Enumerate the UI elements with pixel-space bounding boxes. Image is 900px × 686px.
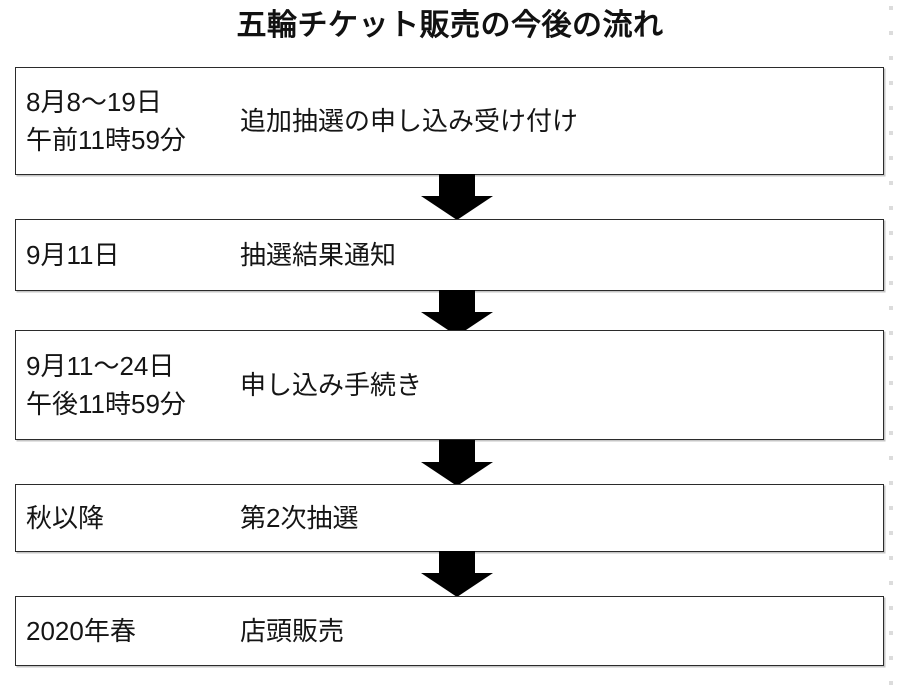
edge-dot <box>889 31 893 35</box>
edge-dot <box>889 631 893 635</box>
figure-title: 五輪チケット販売の今後の流れ <box>236 9 664 42</box>
down-arrow-icon <box>421 174 493 220</box>
edge-dot <box>889 656 893 660</box>
edge-dot <box>889 281 893 285</box>
down-arrow-icon <box>421 290 493 336</box>
edge-dot <box>889 381 893 385</box>
edge-dot <box>889 306 893 310</box>
edge-dot <box>889 206 893 210</box>
flow-step-1-when: 8月8〜19日 午前11時59分 <box>26 87 186 155</box>
flow-step-5: 2020年春 店頭販売 <box>15 596 884 666</box>
flow-step-5-when: 2020年春 <box>26 616 136 646</box>
down-arrow-icon <box>421 551 493 597</box>
edge-dot <box>889 356 893 360</box>
edge-dot <box>889 406 893 410</box>
flow-step-5-what: 店頭販売 <box>240 616 345 646</box>
flow-step-4-what: 第2次抽選 <box>240 503 359 533</box>
edge-dot <box>889 556 893 560</box>
flow-step-3-what: 申し込み手続き <box>240 370 423 400</box>
flow-step-4-when: 秋以降 <box>26 503 105 533</box>
edge-dot <box>889 606 893 610</box>
down-arrow-icon <box>421 440 493 486</box>
flow-step-3: 9月11〜24日 午後11時59分 申し込み手続き <box>15 330 884 440</box>
edge-dot <box>889 231 893 235</box>
flow-step-1-what: 追加抽選の申し込み受け付け <box>240 106 579 136</box>
edge-dot <box>889 156 893 160</box>
edge-dot <box>889 81 893 85</box>
flow-step-4: 秋以降 第2次抽選 <box>15 484 884 552</box>
edge-dot <box>889 581 893 585</box>
edge-dot <box>889 106 893 110</box>
edge-dot <box>889 131 893 135</box>
flow-step-2-what: 抽選結果通知 <box>240 240 397 270</box>
flow-step-3-when: 9月11〜24日 午後11時59分 <box>26 351 186 419</box>
flow-step-2: 9月11日 抽選結果通知 <box>15 219 884 291</box>
flow-step-1: 8月8〜19日 午前11時59分 追加抽選の申し込み受け付け <box>15 67 884 175</box>
edge-dot <box>889 431 893 435</box>
edge-dot <box>889 456 893 460</box>
edge-dot <box>889 506 893 510</box>
edge-dot <box>889 531 893 535</box>
edge-dot <box>889 331 893 335</box>
flow-step-2-when: 9月11日 <box>26 240 120 270</box>
edge-dot <box>889 6 893 10</box>
edge-dot <box>889 481 893 485</box>
edge-dot <box>889 681 893 685</box>
page-edge-dot-rail <box>886 0 900 686</box>
edge-dot <box>889 56 893 60</box>
edge-dot <box>889 181 893 185</box>
edge-dot <box>889 256 893 260</box>
